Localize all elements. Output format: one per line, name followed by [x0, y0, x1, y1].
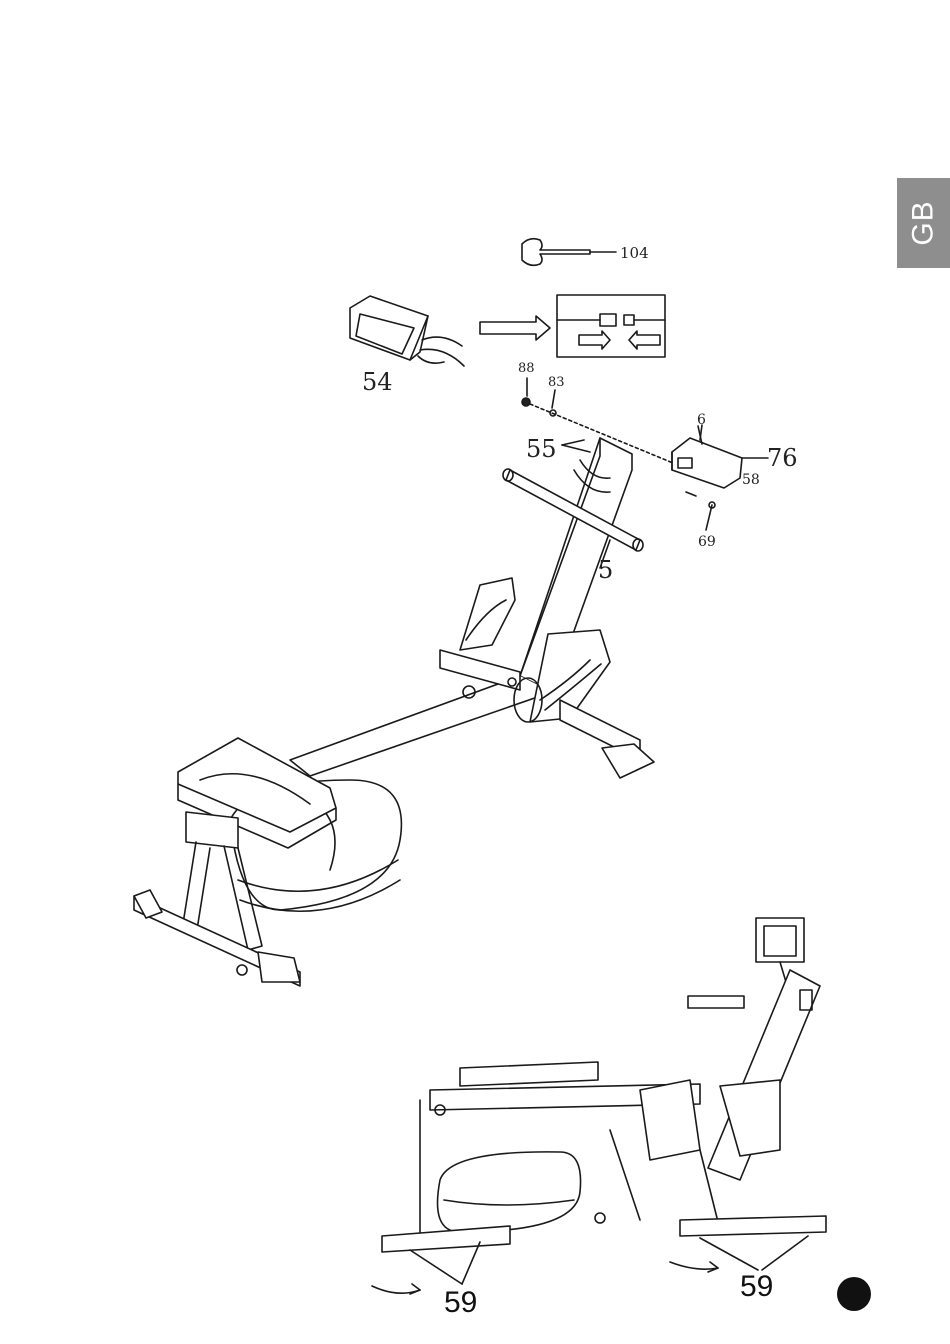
label-59-left: 59	[444, 1286, 477, 1319]
label-69: 69	[698, 534, 716, 550]
label-83: 83	[548, 375, 565, 390]
page-marker	[837, 1277, 871, 1311]
front-stabiliser	[560, 700, 654, 778]
label-54: 54	[362, 368, 393, 396]
label-88: 88	[518, 361, 535, 376]
label-59-right: 59	[740, 1270, 773, 1303]
monitor-part	[350, 296, 464, 366]
side-view-assembly	[372, 918, 826, 1294]
label-6: 6	[697, 412, 706, 428]
label-55: 55	[526, 435, 557, 463]
label-104: 104	[620, 244, 649, 262]
label-58: 58	[742, 472, 760, 488]
label-5: 5	[598, 556, 613, 584]
wrench-part	[522, 239, 616, 266]
label-76: 76	[767, 444, 798, 472]
connector-detail	[480, 295, 665, 357]
